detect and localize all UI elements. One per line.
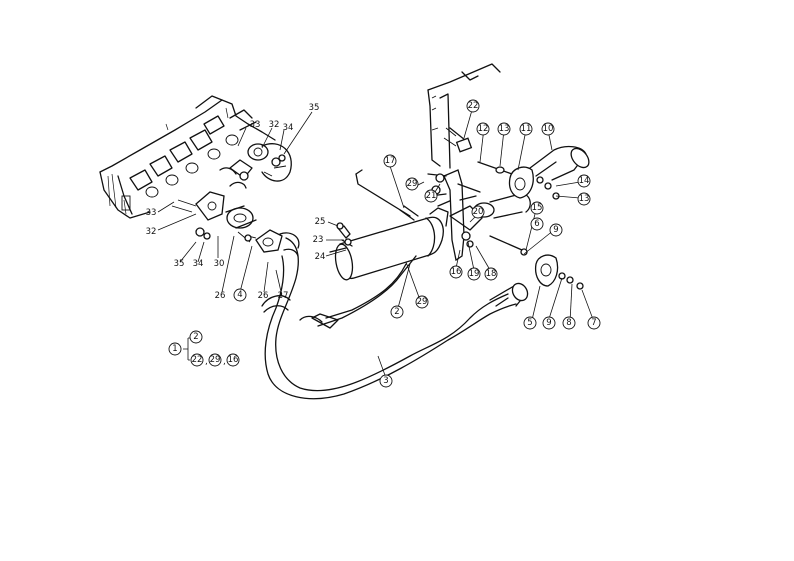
callout-32: 32 xyxy=(146,227,157,237)
assembly-legend: 1 2 22 , 29 , 16 xyxy=(168,330,240,367)
svg-text:4: 4 xyxy=(237,290,242,300)
lower-clamp-assembly xyxy=(489,235,584,290)
svg-text:19: 19 xyxy=(469,269,480,279)
callout-7: 7 xyxy=(587,316,601,330)
svg-text:20: 20 xyxy=(473,207,484,217)
callouts: 35 32 33 34 33 32 30 35 34 26 4 26 27 25… xyxy=(146,99,601,388)
legend-separator: , xyxy=(223,357,226,367)
callout-29: 29 xyxy=(415,295,429,309)
manifold-flange-upper xyxy=(229,143,292,182)
legend-sub-number: 2 xyxy=(193,332,198,342)
callout-35: 35 xyxy=(174,259,185,269)
legend-main-number: 1 xyxy=(172,344,177,354)
legend-item-29: 29 xyxy=(210,355,221,365)
callout-27: 27 xyxy=(278,291,289,301)
callout-26: 26 xyxy=(215,291,226,301)
svg-text:7: 7 xyxy=(591,318,596,328)
exhaust-manifold xyxy=(99,95,276,219)
svg-text:9: 9 xyxy=(553,225,558,235)
callout-34: 34 xyxy=(193,259,204,269)
callout-12: 12 xyxy=(476,122,490,136)
front-exhaust-pipe xyxy=(255,229,529,400)
svg-text:22: 22 xyxy=(468,101,479,111)
svg-text:34: 34 xyxy=(193,259,204,269)
small-hanger-parts xyxy=(329,222,353,253)
callout-21: 21 xyxy=(424,189,438,203)
callout-4: 4 xyxy=(233,288,247,302)
svg-text:21: 21 xyxy=(426,191,437,201)
callout-9: 9 xyxy=(549,223,563,237)
svg-text:13: 13 xyxy=(499,124,510,134)
svg-text:32: 32 xyxy=(146,227,157,237)
svg-text:10: 10 xyxy=(543,124,554,134)
svg-text:17: 17 xyxy=(385,156,396,166)
callout-26: 26 xyxy=(258,291,269,301)
svg-text:12: 12 xyxy=(478,124,489,134)
svg-text:35: 35 xyxy=(174,259,185,269)
callout-6: 6 xyxy=(530,217,544,231)
svg-text:16: 16 xyxy=(451,267,462,277)
callout-13: 13 xyxy=(577,192,591,206)
callout-17: 17 xyxy=(383,154,397,168)
callout-20: 20 xyxy=(471,205,485,219)
callout-24: 24 xyxy=(315,252,326,262)
svg-text:24: 24 xyxy=(315,252,326,262)
svg-text:34: 34 xyxy=(283,123,294,133)
legend-item-22: 22 xyxy=(192,355,203,365)
callout-35: 35 xyxy=(309,103,320,113)
svg-text:9: 9 xyxy=(546,318,551,328)
svg-text:30: 30 xyxy=(214,259,225,269)
svg-text:33: 33 xyxy=(146,208,157,218)
muffler xyxy=(261,199,459,329)
svg-text:6: 6 xyxy=(534,219,539,229)
svg-text:35: 35 xyxy=(309,103,320,113)
svg-text:2: 2 xyxy=(394,307,399,317)
callout-32: 32 xyxy=(269,120,280,130)
svg-text:33: 33 xyxy=(250,120,261,130)
callout-25: 25 xyxy=(315,217,326,227)
callout-15: 15 xyxy=(530,201,544,215)
callout-18: 18 xyxy=(484,267,498,281)
manifold-flange-lower xyxy=(171,165,287,243)
callout-16: 16 xyxy=(449,265,463,279)
callout-29: 29 xyxy=(405,177,419,191)
callout-3: 3 xyxy=(379,374,393,388)
callout-33: 33 xyxy=(146,208,157,218)
callout-19: 19 xyxy=(467,267,481,281)
svg-text:13: 13 xyxy=(579,194,590,204)
callout-8: 8 xyxy=(562,316,576,330)
svg-text:23: 23 xyxy=(313,235,324,245)
callout-33: 33 xyxy=(250,120,261,130)
callout-13: 13 xyxy=(497,122,511,136)
legend-item-16: 16 xyxy=(228,355,239,365)
svg-text:29: 29 xyxy=(417,297,428,307)
svg-text:26: 26 xyxy=(215,291,226,301)
callout-14: 14 xyxy=(577,174,591,188)
callout-11: 11 xyxy=(519,122,533,136)
svg-text:18: 18 xyxy=(486,269,497,279)
callout-30: 30 xyxy=(214,259,225,269)
svg-text:29: 29 xyxy=(407,179,418,189)
svg-text:3: 3 xyxy=(383,376,388,386)
svg-text:14: 14 xyxy=(579,176,590,186)
callout-23: 23 xyxy=(313,235,324,245)
svg-text:5: 5 xyxy=(527,318,532,328)
callout-9: 9 xyxy=(542,316,556,330)
callout-5: 5 xyxy=(523,316,537,330)
svg-text:27: 27 xyxy=(278,291,289,301)
callout-22: 22 xyxy=(466,99,480,113)
callout-10: 10 xyxy=(541,122,555,136)
svg-text:8: 8 xyxy=(566,318,571,328)
svg-text:26: 26 xyxy=(258,291,269,301)
svg-text:25: 25 xyxy=(315,217,326,227)
svg-text:11: 11 xyxy=(521,124,532,134)
hanger-rod xyxy=(355,169,419,221)
legend-separator: , xyxy=(205,357,208,367)
svg-text:32: 32 xyxy=(269,120,280,130)
svg-text:15: 15 xyxy=(532,203,543,213)
callout-34: 34 xyxy=(283,123,294,133)
callout-2: 2 xyxy=(390,305,404,319)
leader-lines xyxy=(157,109,595,379)
